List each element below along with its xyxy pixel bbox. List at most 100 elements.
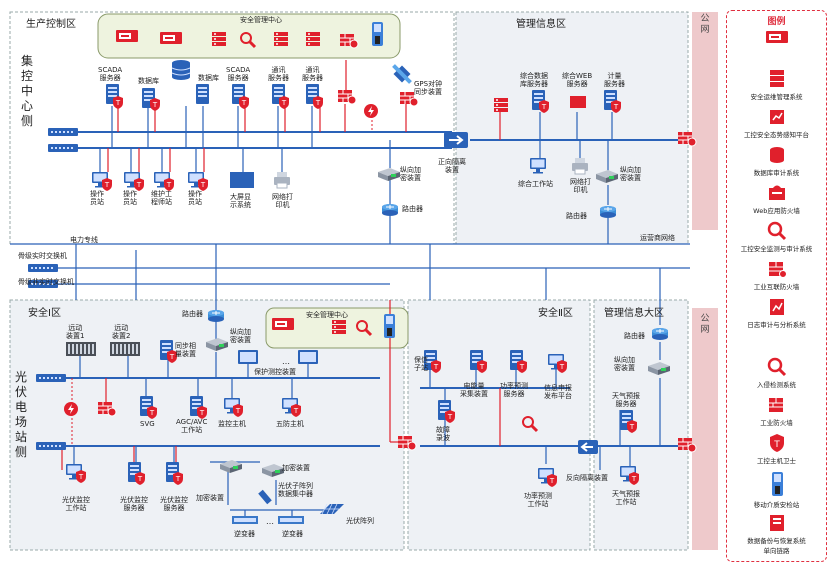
legend-item-0	[727, 29, 826, 48]
public-net-1-label: 公网	[700, 14, 710, 35]
isolator-forward-label: 正向隔离 装置	[438, 158, 466, 174]
waf-legend-icon	[768, 185, 785, 200]
meter-label: 电能量 采集装置	[460, 382, 488, 398]
svg-label: SVG	[140, 420, 155, 428]
agc-label: AGC/AVC 工作站	[176, 418, 208, 434]
waf-icon	[570, 96, 586, 108]
public-net-1	[692, 12, 718, 230]
op1-label: 操作 员站	[90, 190, 104, 206]
gps-device-icon	[392, 64, 412, 84]
backup-restore-icon	[769, 515, 784, 531]
ellipsis-1: …	[282, 357, 290, 366]
public-net-2-label-wrap: 公网	[692, 312, 718, 335]
zone-safe1-label: 安全Ⅰ区	[28, 308, 61, 319]
encrypt-dev-label: 加密装置	[196, 494, 224, 502]
printer-center-label: 网络打 印机	[272, 193, 293, 209]
realtime-switch-label: 骨级实时交换机	[18, 252, 67, 260]
remote2-label: 远动 装置2	[112, 324, 131, 340]
legend-label-4: 工控安全监测与审计系统	[740, 245, 813, 253]
weather-srv-label: 天气预报 服务器	[612, 392, 640, 408]
router-mgmt-label: 路由器	[566, 212, 587, 220]
zone-mgmt-info-label: 管理信息区	[516, 19, 566, 30]
center-workstations	[92, 171, 291, 191]
fault-sub-label: 保信 子站	[414, 356, 428, 372]
legend-title: 图例	[767, 17, 786, 27]
pv-mon-ws-label: 光伏监控 工作站	[62, 496, 90, 512]
ops-net-label: 运营商网络	[640, 234, 675, 242]
legend-item-5: 工业互联防火墙	[727, 259, 826, 291]
wan-lines	[10, 243, 690, 325]
legend-label-7: 入侵检测系统	[757, 381, 796, 389]
ops-mgmt-icon	[765, 31, 788, 43]
center-red-lines	[107, 60, 501, 172]
encryptor-mgmt-label: 纵向加 密装置	[620, 166, 641, 182]
legend-item-4: 工控安全监测与审计系统	[727, 221, 826, 253]
zone-mgmt-info	[455, 11, 689, 245]
sync-label: 同步相 量装置	[175, 342, 196, 358]
legend-label-11: 数据备份与恢复系统	[747, 537, 806, 545]
legend-label-9: 工控主机卫士	[757, 457, 796, 465]
router-center-label: 路由器	[402, 205, 423, 213]
safety-center-top-label: 安全管理中心	[240, 16, 282, 24]
router-center-icon	[381, 203, 399, 217]
legend-item-1: 工控安全态势感知平台	[727, 107, 826, 139]
pv-mon-srv2-label: 光伏监控 服务器	[160, 496, 188, 512]
screen-icon	[230, 172, 254, 188]
zone-safe2-label: 安全Ⅱ区	[538, 308, 573, 319]
pv-mon-srv1-label: 光伏监控 服务器	[120, 496, 148, 512]
legend-label-10: 移动介质安检站	[753, 501, 800, 509]
pv-station-side-label: 光伏电场站侧	[14, 370, 27, 459]
collector-icon	[258, 489, 272, 505]
safe1-icons	[36, 309, 417, 524]
legend-item-10: 移动介质安检站	[727, 471, 826, 509]
legend-item-7: 入侵检测系统	[727, 357, 826, 389]
db-audit-icon	[769, 147, 784, 163]
industrial-internet-fw-icon	[768, 262, 787, 278]
safety-center-safe1-label: 安全管理中心	[306, 311, 348, 319]
encryptor-big-label: 纵向加 密装置	[614, 356, 635, 372]
legend-item-2: 数据库审计系统	[727, 145, 826, 177]
legend-item-12: 单向链路	[727, 547, 826, 555]
legend-label-0: 安全运维管理系统	[750, 93, 803, 101]
calc-srv-label: 计量 服务器	[604, 72, 625, 88]
monitor-label: 监控主机	[218, 420, 246, 428]
svg-text:T: T	[773, 440, 780, 450]
safe1-bus	[60, 377, 380, 447]
host-guard-icon: T	[769, 434, 784, 452]
legend-label-1: 工控安全态势感知平台	[744, 131, 809, 139]
op3-label: 操作 员站	[188, 190, 202, 206]
legend-item-8: 工业防火墙	[727, 395, 826, 427]
encryptor-safe1-label: 纵向加 密装置	[230, 328, 251, 344]
zone-safe2	[407, 299, 591, 551]
workstation-label: 综合工作站	[518, 180, 553, 188]
log-audit-icon	[769, 299, 784, 315]
encrypt-dev2-label: 加密装置	[282, 464, 310, 472]
legend-label-2: 数据库审计系统	[753, 169, 800, 177]
encryptor-center-label: 纵向加 密装置	[400, 166, 421, 182]
legend-label-5: 工业互联防火墙	[753, 283, 800, 291]
realtime-switch-icon	[28, 264, 58, 272]
legend-label-3: Web应用防火墙	[753, 207, 800, 215]
intrusion-detection-icon	[767, 357, 786, 377]
data-srv-label: 综合数据 库服务器	[520, 72, 548, 88]
ellipsis-2: …	[266, 517, 274, 526]
isolator-reverse-label: 反向隔离装置	[566, 474, 608, 482]
isolator-forward-icon	[443, 131, 469, 149]
db2-label: 数据库	[198, 74, 219, 82]
safety-center-box-top	[97, 13, 401, 59]
power-ws-label: 功率预测 工作站	[524, 492, 552, 508]
situation-awareness-icon	[769, 110, 784, 124]
comm2-label: 通讯 服务器	[302, 66, 323, 82]
gps-label: GPS对钟 同步装置	[414, 80, 443, 96]
center-side-label: 集控中心侧	[20, 54, 33, 128]
zone-mgmt-big-label: 管理信息大区	[604, 308, 664, 319]
web-srv-label: 综合WEB 服务器	[562, 72, 593, 88]
weather-ws-label: 天气预报 工作站	[612, 490, 640, 506]
zone-mgmt-big	[593, 299, 689, 551]
printer-mgmt-label: 网络打 印机	[570, 178, 591, 194]
pv-collect-label: 光伏子阵列 数据集中器	[278, 482, 313, 498]
db1-label: 数据库	[138, 77, 159, 85]
usb-kiosk-icon	[771, 472, 783, 496]
center-drop-lines	[99, 106, 613, 244]
